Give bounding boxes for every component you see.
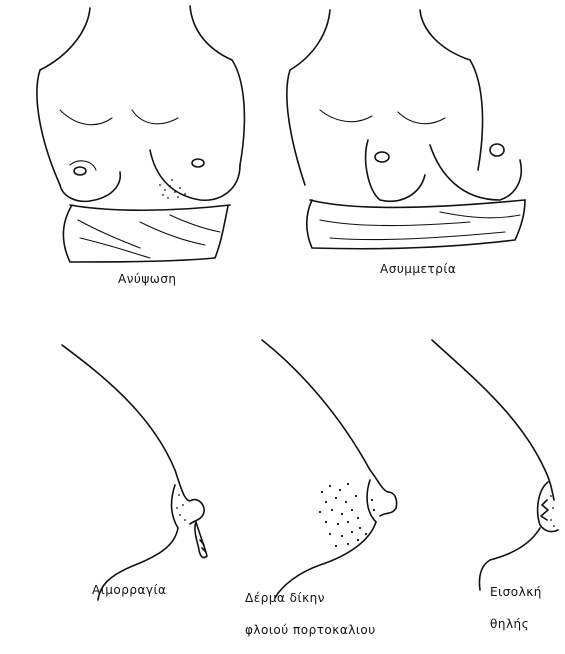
- figure-asymmetria: [287, 10, 525, 249]
- caption-asymmetria: Ασυμμετρία: [380, 262, 456, 276]
- caption-derma-fotou: Δέρμα δίκην φλοιού πορτοκαλιου: [245, 574, 376, 654]
- figure-aimorragia: [62, 345, 207, 600]
- caption-eisolkisi-line-1: Εισολκή: [490, 584, 542, 600]
- figure-eisolkisi: [432, 340, 558, 590]
- figure-derma-fotou: [262, 340, 397, 598]
- figure-anypsosi: [37, 6, 244, 262]
- breast-signs-illustration: [0, 0, 565, 620]
- caption-anypsosi: Ανύψωση: [118, 272, 177, 286]
- caption-aimorragia: Αιμορραγία: [92, 583, 166, 597]
- caption-eisolkisi: Εισολκή θηλής: [490, 568, 542, 648]
- caption-derma-line-2: φλοιού πορτοκαλιου: [245, 622, 376, 638]
- caption-derma-line-1: Δέρμα δίκην: [245, 590, 376, 606]
- caption-eisolkisi-line-2: θηλής: [490, 616, 542, 632]
- stipple-aimorragia: [176, 494, 186, 521]
